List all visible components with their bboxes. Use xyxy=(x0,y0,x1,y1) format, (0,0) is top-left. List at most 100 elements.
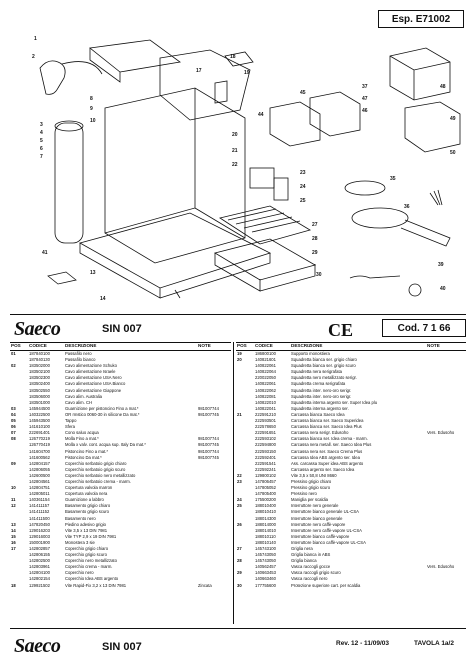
cell-code: 187840130 xyxy=(29,357,50,363)
cell-pos: 30 xyxy=(237,582,242,588)
callout-27: 27 xyxy=(312,222,318,228)
heater-block xyxy=(404,101,461,153)
cell-code: 142804100 xyxy=(29,570,50,576)
cell-code: 141600562 xyxy=(29,454,50,460)
cell-note: 981007744 xyxy=(198,448,219,454)
cell-code: 183502550 xyxy=(29,387,50,393)
cell-pos: 18 xyxy=(11,582,16,588)
cell-desc: Coperchio nero metallizzato xyxy=(65,558,117,564)
callout-46: 46 xyxy=(362,108,368,114)
callout-10: 10 xyxy=(90,118,96,124)
cell-desc: Coperchio crema - marm. xyxy=(65,564,113,570)
cell-pos: 15 xyxy=(11,533,16,539)
power-cord xyxy=(39,60,66,95)
cell-code: 140822061 xyxy=(255,363,276,369)
callout-21: 21 xyxy=(232,148,238,154)
callout-29: 29 xyxy=(312,250,318,256)
col-codice: CODICE xyxy=(28,342,64,351)
cell-desc: Basamento grigio scuro xyxy=(65,509,109,515)
cell-desc: Guarnizione per pistoncino Fino a mat.* xyxy=(65,405,139,411)
foot-pad xyxy=(47,271,77,285)
cell-code: 129016203 xyxy=(29,527,50,533)
cell-desc: Vasca raccogli nero xyxy=(291,576,328,582)
cell-pos: 29 xyxy=(237,570,242,576)
cell-code: 129016003 xyxy=(29,533,50,539)
cell-desc: Molla Fino a mat.* xyxy=(65,436,99,442)
cell-pos: 28 xyxy=(237,558,242,564)
cell-desc: Cavo alim. Australia xyxy=(65,393,103,399)
callout-9: 9 xyxy=(90,106,93,112)
cell-code: 147820450 xyxy=(29,521,50,527)
callout-17: 17 xyxy=(196,68,202,74)
cell-code: 140361154 xyxy=(29,497,50,503)
cell-desc: Cavo alimentazione USA Bianco xyxy=(65,381,126,387)
callout-5: 5 xyxy=(40,138,43,144)
cell-code: 142804157 xyxy=(29,460,50,466)
cell-code: 175500200 xyxy=(255,497,276,503)
cell-pos: 08 xyxy=(11,436,16,442)
cell-code: 222578650 xyxy=(255,424,276,430)
cell-code: 222593150 xyxy=(255,448,276,454)
cell-code: 222591651 xyxy=(255,430,276,436)
table-row: 222592241 Carcassa argento ser. Saeco Ide… xyxy=(236,467,466,473)
callout-6: 6 xyxy=(40,146,43,152)
cell-desc: Cavo alimentazione Schuko xyxy=(65,363,117,369)
cell-pos: 10 xyxy=(11,485,16,491)
cell-pos: 24 xyxy=(237,497,242,503)
cell-code: 142802500 xyxy=(29,558,50,564)
cell-code: 140663453 xyxy=(255,570,276,576)
cell-desc: Squadretta crema serigrafata xyxy=(291,381,346,387)
cell-desc: Coperchio serbatoio nero metallizzato xyxy=(65,472,136,478)
cell-code: 142805011 xyxy=(29,491,50,497)
cell-pos: 14 xyxy=(11,527,16,533)
callout-30: 30 xyxy=(316,272,322,278)
col-note: NOTE xyxy=(197,342,231,351)
cell-desc: Pistoncino Fino a mat.* xyxy=(65,448,109,454)
cell-desc: Interruttore nero caffè-vapore UL-CSA xyxy=(291,527,362,533)
cell-desc: Cavo alimentazione USA Nero xyxy=(65,375,122,381)
cell-pos: 12 xyxy=(11,503,16,509)
cell-code: 141610100 xyxy=(29,424,50,430)
cell-code: 141604700 xyxy=(29,448,50,454)
cell-code: 140821601 xyxy=(255,357,276,363)
callout-2: 2 xyxy=(32,54,35,60)
cell-note xyxy=(426,583,466,589)
cell-code: 177755600 xyxy=(255,582,276,588)
cell-desc: Carcassa bianca Saeco Idea xyxy=(291,411,345,417)
cell-code: 145943500 xyxy=(29,418,50,424)
callout-49: 49 xyxy=(450,116,456,122)
cell-desc: Copertura valvola marron xyxy=(65,485,113,491)
callout-25: 25 xyxy=(300,198,306,204)
col-codice: CODICE xyxy=(254,342,290,351)
cell-note: 981007744 xyxy=(198,436,219,442)
cell-code: 188010400 xyxy=(255,503,276,509)
cell-code: 141411157 xyxy=(29,503,50,509)
cell-desc: Carcassa argento ser. Saeco Idea xyxy=(291,466,355,472)
saeco-logo: Saeco xyxy=(14,318,61,340)
whisk xyxy=(429,189,443,206)
cell-code: 183502000 xyxy=(29,363,50,369)
cell-code: 147805052 xyxy=(255,485,276,491)
table-row: 141604700 Pistoncino Fino a mat.* 98100774… xyxy=(10,449,231,455)
cell-code: 222592241 xyxy=(255,466,276,472)
cell-code: 140822061 xyxy=(255,381,276,387)
